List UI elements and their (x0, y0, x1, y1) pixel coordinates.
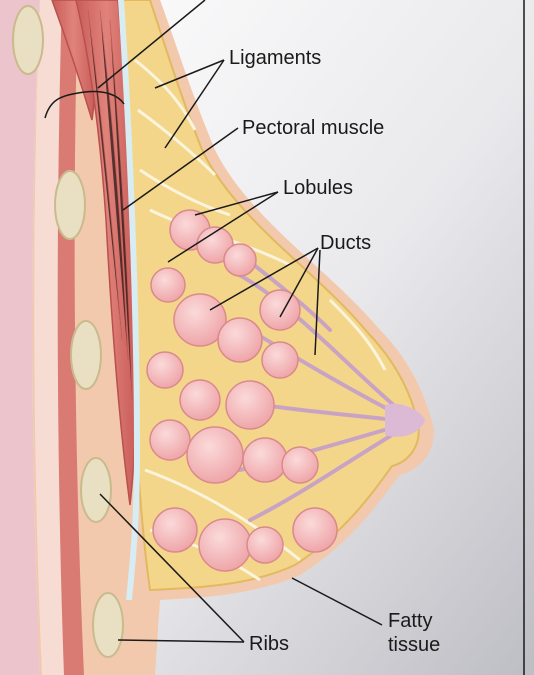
rib (12, 5, 44, 75)
label-ligaments: Ligaments (229, 47, 321, 69)
intercostal-muscle (57, 0, 84, 675)
lobule (198, 518, 252, 572)
label-ribs: Ribs (249, 633, 289, 655)
lobule (149, 419, 191, 461)
rib (54, 170, 86, 240)
lobule (150, 267, 186, 303)
label-fatty-tissue-line2: tissue (388, 634, 440, 656)
lobule (242, 437, 288, 483)
lobule (217, 317, 263, 363)
rib (92, 592, 124, 658)
fascia (118, 0, 140, 600)
body-interior (0, 0, 40, 675)
label-lobules: Lobules (283, 177, 353, 199)
lobule (259, 289, 301, 331)
label-ducts: Ducts (320, 232, 371, 254)
lobule (246, 526, 284, 564)
lobule (225, 380, 275, 430)
nipple (385, 403, 425, 437)
lobule (146, 351, 184, 389)
muscle-fibers (87, 9, 133, 401)
label-fatty-tissue-line1: Fatty (388, 610, 432, 632)
leader-lines (44, 0, 383, 643)
lobule (173, 293, 227, 347)
lobule (186, 426, 244, 484)
lobule (223, 243, 257, 277)
lobule (261, 341, 299, 379)
ribs-group (12, 5, 124, 658)
rib (70, 320, 102, 390)
rib (80, 457, 112, 523)
label-pectoral-muscle: Pectoral muscle (242, 117, 384, 139)
lobule (179, 379, 221, 421)
lobule (292, 507, 338, 553)
lobules-group (146, 209, 338, 572)
chest-wall (34, 0, 64, 675)
lobule (281, 446, 319, 484)
lobule (152, 507, 198, 553)
